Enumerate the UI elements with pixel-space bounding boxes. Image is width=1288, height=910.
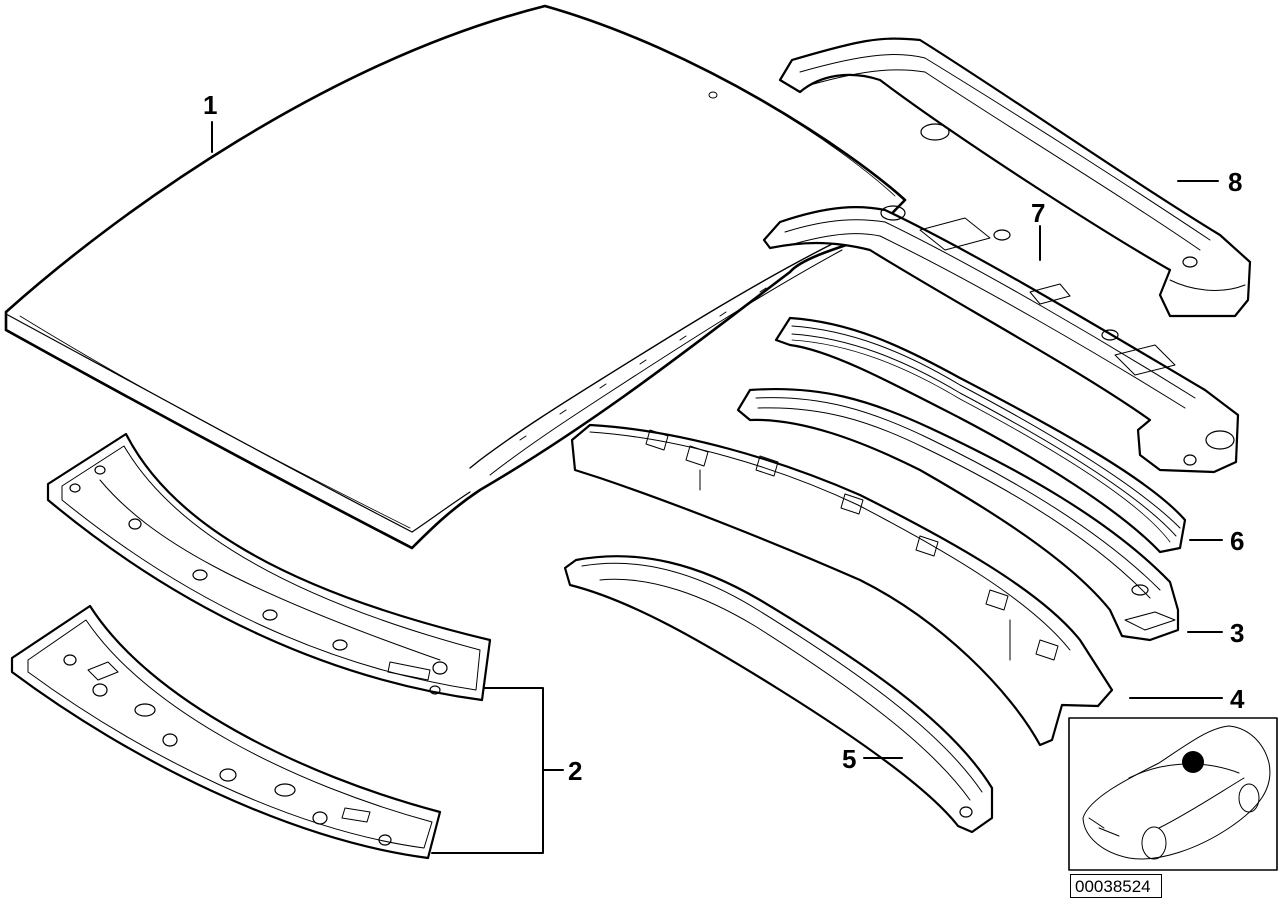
part-2-front-roof-frame-lower[interactable] xyxy=(10,604,442,860)
location-marker-icon xyxy=(1182,751,1204,773)
part-3-roof-bow[interactable] xyxy=(736,387,1180,642)
leader-lines xyxy=(211,121,1223,759)
callout-1: 1 xyxy=(203,90,218,120)
reference-car-inset xyxy=(1068,717,1278,871)
callout-4: 4 xyxy=(1230,684,1245,714)
part-6-roof-bow[interactable] xyxy=(774,316,1187,554)
part-1-roof-panel[interactable] xyxy=(4,4,907,550)
part-5-roof-bow[interactable] xyxy=(563,555,994,834)
callout-8: 8 xyxy=(1228,167,1243,197)
callout-2: 2 xyxy=(568,756,583,786)
callout-6: 6 xyxy=(1230,526,1245,556)
callout-5: 5 xyxy=(842,744,857,774)
part-number-label: 00038524 xyxy=(1070,874,1162,898)
callout-3: 3 xyxy=(1230,618,1245,648)
callout-7: 7 xyxy=(1031,198,1046,228)
part-7-rear-roof-frame[interactable] xyxy=(762,205,1240,474)
part-2-front-roof-frame-upper[interactable] xyxy=(46,432,492,702)
bracket-2 xyxy=(431,687,564,854)
part-8-rear-frame-inner[interactable] xyxy=(778,37,1252,318)
part-4-roof-bow[interactable] xyxy=(570,423,1114,747)
